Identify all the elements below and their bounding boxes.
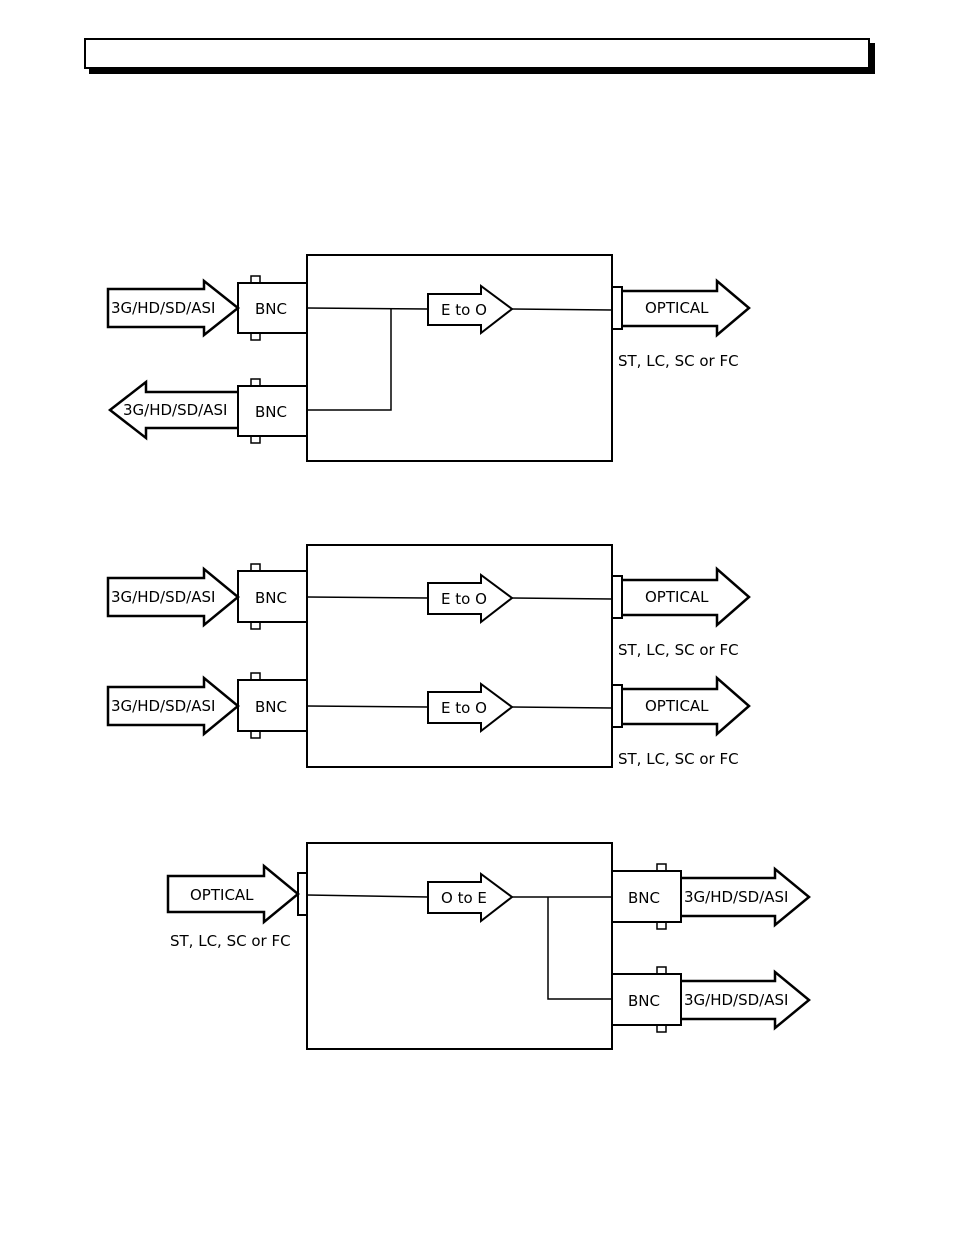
bnc-connector (237, 385, 308, 437)
e-to-o-converter (427, 682, 514, 734)
optical-arrow (622, 566, 751, 628)
optical-arrow (622, 675, 751, 737)
output-arrow-label: 3G/HD/SD/ASI (684, 888, 788, 906)
diagram-2: 3G/HD/SD/ASI BNC E to O OPTICAL ST, LC, … (106, 544, 751, 768)
bnc-connector (611, 870, 682, 923)
module-box-1 (306, 254, 613, 462)
input-arrow (106, 566, 240, 628)
bnc-connector (237, 570, 308, 623)
output-arrow (107, 379, 238, 441)
converter-label: O to E (441, 889, 487, 907)
input-arrow-label: 3G/HD/SD/ASI (111, 299, 215, 317)
optical-arrow (622, 278, 751, 338)
diagram-3: OPTICAL ST, LC, SC or FC O to E BNC 3G/H… (166, 842, 811, 1050)
connector-types: ST, LC, SC or FC (618, 352, 739, 370)
bnc-connector (237, 679, 308, 732)
optical-connector (611, 286, 623, 330)
converter-label: E to O (441, 301, 487, 319)
bnc-label: BNC (255, 698, 287, 716)
connector-types: ST, LC, SC or FC (618, 641, 739, 659)
optical-label: OPTICAL (645, 299, 709, 317)
output-arrow-label: 3G/HD/SD/ASI (684, 991, 788, 1009)
connector-types: ST, LC, SC or FC (170, 932, 291, 950)
bnc-connector (611, 973, 682, 1026)
module-box-2 (306, 544, 613, 768)
optical-connector (611, 575, 623, 619)
diagram-1: 3G/HD/SD/ASI BNC 3G/HD/SD/ASI BNC E to O… (106, 254, 751, 462)
optical-connector (297, 872, 308, 916)
input-arrow (106, 278, 241, 338)
bnc-label: BNC (255, 403, 287, 421)
e-to-o-converter (427, 284, 514, 336)
e-to-o-converter (427, 573, 514, 625)
bnc-label: BNC (255, 589, 287, 607)
bnc-label: BNC (255, 300, 287, 318)
output-arrow-label: 3G/HD/SD/ASI (123, 401, 227, 419)
optical-label: OPTICAL (190, 886, 254, 904)
optical-input-arrow (166, 863, 300, 925)
converter-label: E to O (441, 699, 487, 717)
bnc-label: BNC (628, 992, 660, 1010)
output-arrow (681, 969, 811, 1031)
optical-label: OPTICAL (645, 588, 709, 606)
optical-connector (611, 684, 623, 728)
o-to-e-converter (427, 872, 514, 924)
input-arrow-label: 3G/HD/SD/ASI (111, 697, 215, 715)
module-box-3 (306, 842, 613, 1050)
converter-label: E to O (441, 590, 487, 608)
input-arrow (106, 675, 240, 737)
input-arrow-label: 3G/HD/SD/ASI (111, 588, 215, 606)
header-bar (84, 38, 870, 69)
bnc-label: BNC (628, 889, 660, 907)
connector-types: ST, LC, SC or FC (618, 750, 739, 768)
output-arrow (681, 866, 811, 928)
optical-label: OPTICAL (645, 697, 709, 715)
